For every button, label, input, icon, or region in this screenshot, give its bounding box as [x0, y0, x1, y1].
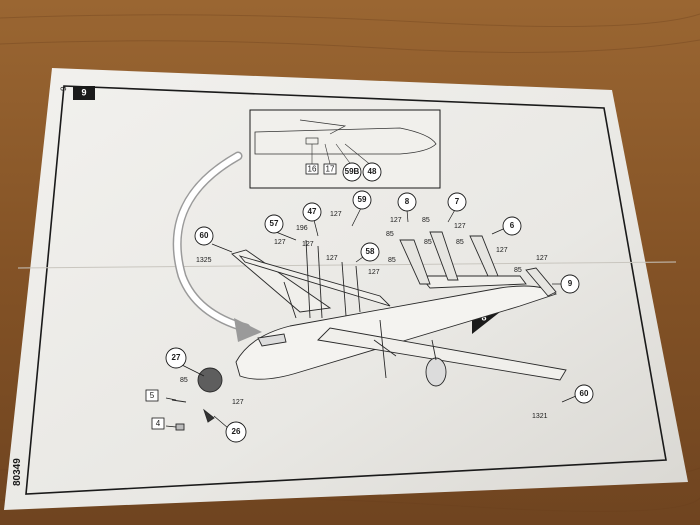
part-label-85: 85: [424, 239, 432, 246]
inset-part-16: 16: [308, 165, 317, 174]
callout-8: 8: [405, 197, 410, 206]
inset-part-17: 17: [326, 165, 335, 174]
callout-59: 59: [358, 195, 367, 204]
part-label-127: 127: [302, 241, 314, 248]
part-label-127: 127: [454, 223, 466, 230]
callout-7: 7: [455, 197, 460, 206]
callout-7-circle: [447, 192, 467, 212]
boxed-callout-5: 5: [150, 391, 155, 400]
part-label-85: 85: [456, 239, 464, 246]
boxed-callout-5-box: [145, 389, 159, 402]
callout-58: 58: [366, 247, 375, 256]
callout-26-circle: [225, 421, 247, 443]
part-label-85: 85: [388, 257, 396, 264]
callout-47: 47: [308, 207, 317, 216]
callout-58-circle: [360, 242, 380, 262]
callout-26: 26: [232, 427, 241, 436]
part-label-85: 85: [514, 267, 522, 274]
part-label-127: 127: [390, 217, 402, 224]
callout-59-circle: [352, 190, 372, 210]
step-marker-9: [73, 86, 95, 100]
page-border: [25, 85, 667, 495]
callout-47-circle: [302, 202, 322, 222]
part-label-85: 85: [422, 217, 430, 224]
step-number: 9: [81, 87, 86, 97]
part-label-85: 85: [180, 377, 188, 384]
callout-57-circle: [264, 214, 284, 234]
part-label-127: 127: [274, 239, 286, 246]
callout-27-circle: [165, 347, 187, 369]
inset-part-17-box: [323, 163, 337, 175]
inset-part-16-box: [305, 163, 319, 175]
sub-step-number: 8: [481, 312, 486, 322]
inset-callout-48-circle: [362, 162, 382, 182]
paper-fold: [17, 261, 677, 269]
part-label-127: 127: [496, 247, 508, 254]
callout-60-right: 60: [580, 389, 589, 398]
aircraft-drawing: [171, 231, 567, 431]
part-label-127: 127: [326, 255, 338, 262]
part-label-1325: 1325: [196, 257, 212, 264]
page-number: 9: [59, 86, 68, 91]
part-label-196: 196: [296, 225, 308, 232]
part-label-127: 127: [330, 211, 342, 218]
product-code: 80349: [12, 458, 23, 486]
part-label-1321: 1321: [532, 413, 548, 420]
callout-8-circle: [397, 192, 417, 212]
curved-arrow: [172, 151, 262, 342]
callout-60-left-circle: [194, 226, 214, 246]
part-label-127: 127: [536, 255, 548, 262]
callout-57: 57: [270, 219, 279, 228]
callout-60-right-circle: [574, 384, 594, 404]
inset-callout-48: 48: [368, 167, 377, 176]
callout-6-circle: [502, 216, 522, 236]
part-label-127: 127: [232, 399, 244, 406]
inset-callout-59b-circle: [342, 162, 362, 182]
inset-callout-59b: 59B: [345, 167, 360, 176]
boxed-callout-4-box: [151, 417, 165, 430]
callout-9: 9: [568, 279, 573, 288]
part-label-85: 85: [386, 231, 394, 238]
callout-60-left: 60: [200, 231, 209, 240]
callout-27: 27: [172, 353, 181, 362]
callout-9-circle: [560, 274, 580, 294]
boxed-callout-4: 4: [156, 419, 161, 428]
part-label-127: 127: [368, 269, 380, 276]
callout-6: 6: [510, 221, 515, 230]
